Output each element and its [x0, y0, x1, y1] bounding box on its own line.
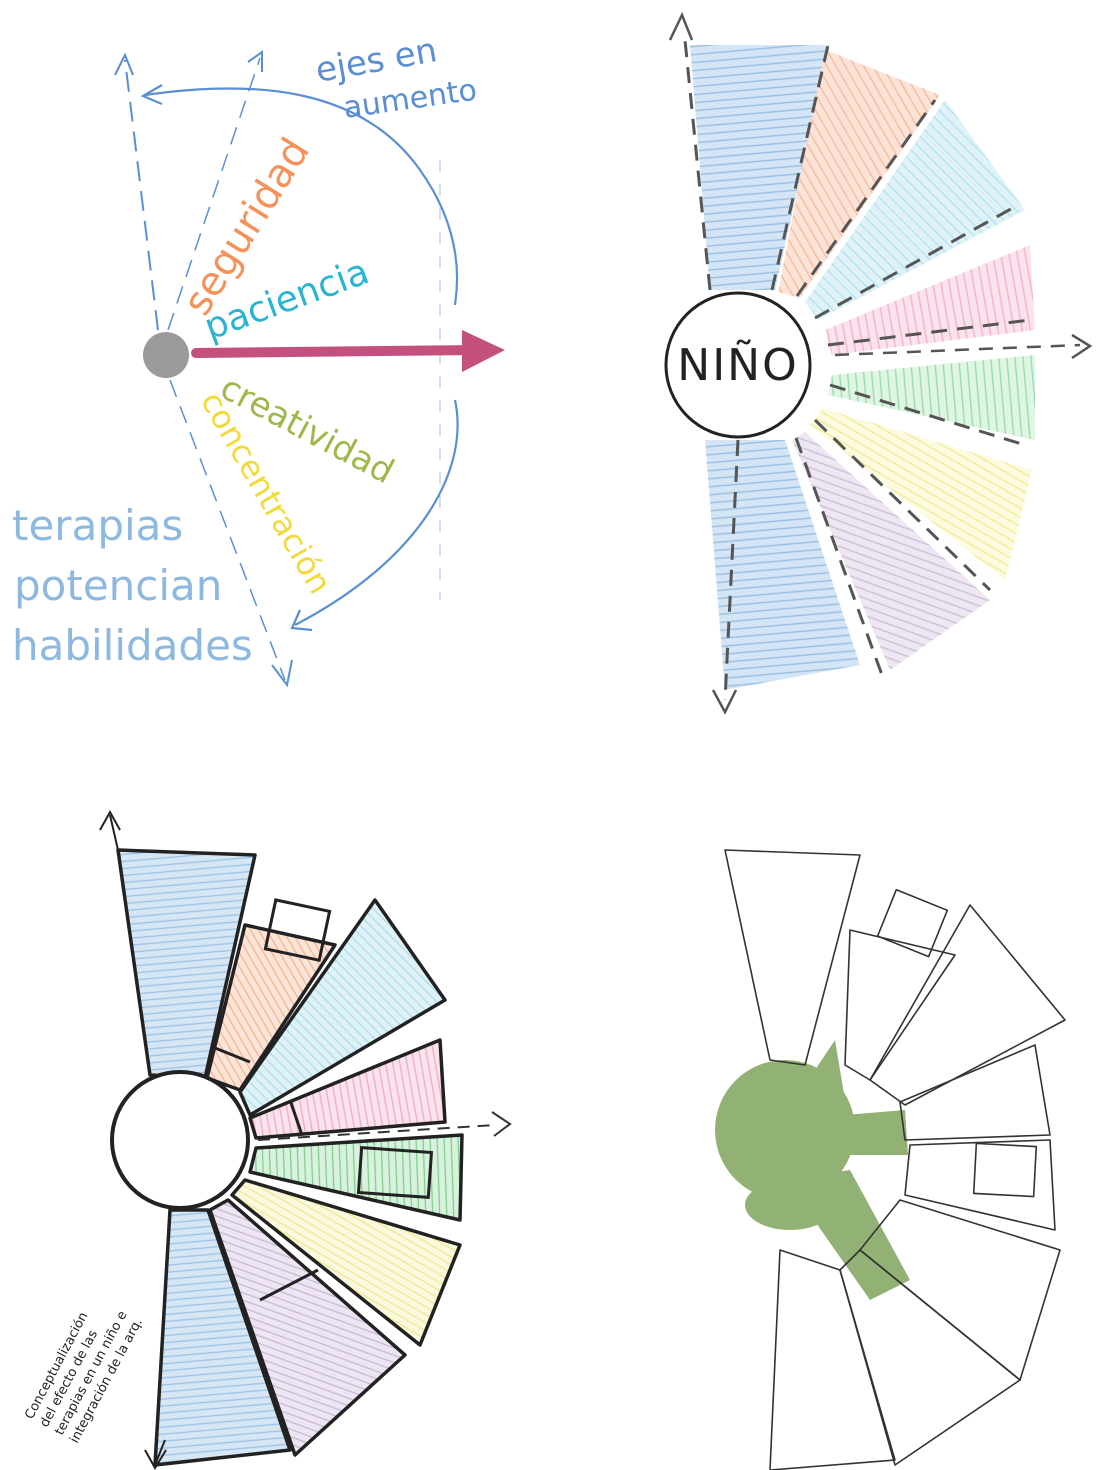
- room-outline-right-upper: [899, 1044, 1051, 1141]
- axis-down: [154, 1439, 166, 1466]
- panel-axes-concept: ejes en aumento seguridad paciencia crea…: [12, 30, 505, 688]
- center-circle: [110, 1070, 250, 1210]
- arc-arrowhead-bottom-icon: [290, 609, 313, 632]
- room-outline-small-square: [876, 888, 949, 958]
- divider-8: [794, 437, 884, 676]
- axis-right-arrowhead-icon: [491, 1111, 512, 1137]
- room-purple: [208, 1198, 407, 1457]
- dashed-axis-up-right: [167, 57, 261, 331]
- divider-6: [829, 383, 1026, 447]
- axis-up-arrowhead-icon: [99, 809, 121, 831]
- dashed-axis-up: [124, 59, 159, 331]
- room-outline-bottom-left: [769, 1249, 896, 1470]
- axis-right: [834, 343, 1081, 357]
- wedge-pink: [825, 245, 1035, 355]
- wedge-yellow: [810, 408, 1032, 580]
- subroom-orange: [263, 898, 332, 963]
- panel-floorplan-sketch: [715, 849, 1066, 1470]
- axis-down-arrowhead-icon: [144, 1449, 167, 1470]
- divider-3: [795, 99, 937, 297]
- divider-4: [814, 203, 1019, 320]
- room-outline-top: [724, 849, 861, 1066]
- divider-2: [770, 44, 830, 291]
- partition-purple: [259, 1268, 319, 1302]
- side-note-line1: terapias: [12, 501, 183, 550]
- wedge-green: [828, 355, 1035, 440]
- room-orange: [205, 923, 337, 1092]
- partition-pink: [288, 1099, 304, 1136]
- room-outline-topright: [844, 929, 956, 1081]
- wedge-orange: [778, 50, 940, 298]
- wedge-blue-bottom: [705, 440, 860, 690]
- center-dot: [143, 332, 189, 378]
- divider-5: [827, 318, 1031, 347]
- room-pink: [248, 1038, 447, 1140]
- arrowhead-up-icon: [114, 52, 134, 76]
- room-green: [248, 1133, 464, 1222]
- wedge-purple: [792, 432, 990, 670]
- divider-1: [683, 39, 712, 291]
- axis-up-arrowhead-icon: [668, 11, 694, 41]
- main-arrow: [191, 345, 485, 358]
- subroom-green: [356, 1146, 434, 1199]
- wedge-cyan: [805, 100, 1025, 320]
- arc-arrowhead-top-icon: [140, 84, 163, 106]
- divider-9: [723, 439, 740, 701]
- panel-child-fan: NIÑO: [664, 11, 1093, 715]
- central-green-space: [715, 1040, 910, 1300]
- partition-orange: [214, 1046, 251, 1064]
- room-outline-wedge-large: [869, 904, 1066, 1106]
- room-outline-right-mid: [904, 1139, 1056, 1231]
- room-yellow: [230, 1178, 462, 1347]
- axis-up: [109, 814, 119, 851]
- child-circle: [664, 291, 812, 439]
- wedge-blue-top: [690, 45, 830, 290]
- main-arrowhead-icon: [462, 330, 505, 372]
- room-outline-bottom: [839, 1249, 1021, 1466]
- room-cyan: [238, 898, 447, 1117]
- arrowhead-down-icon: [271, 659, 293, 688]
- panel-architecture-sketch: Conceptualización del efecto de las tera…: [22, 809, 512, 1470]
- side-note-line3: habilidades: [12, 621, 253, 670]
- child-label: NIÑO: [677, 339, 798, 391]
- divider-7: [813, 418, 992, 592]
- room-outline-inner-square: [972, 1142, 1038, 1198]
- axis-down-arrowhead-icon: [711, 689, 738, 715]
- side-note-line2: potencian: [14, 561, 222, 610]
- axis-right-arrowhead-icon: [1071, 333, 1093, 360]
- arrowhead-up-right-icon: [247, 50, 263, 72]
- dashed-axis-down: [169, 379, 286, 681]
- growth-arc: [144, 87, 459, 626]
